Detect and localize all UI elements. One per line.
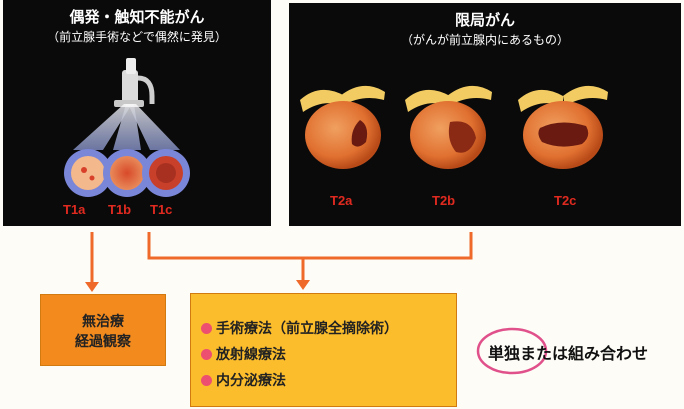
panel-subtitle: （がんが前立腺内にあるもの） [400,33,569,47]
stage-label-t1a: T1a [63,202,86,217]
observation-line2: 経過観察 [75,334,131,350]
treatment-item: 内分泌療法 [201,370,286,390]
panel-title: 偶発・触知不能がん [69,8,205,26]
prostate-t2a [300,85,385,169]
treatment-item: 手術療法（前立腺全摘除術） [201,318,398,338]
microscope-icon [114,58,155,107]
tissue-section-t1a [64,149,112,197]
observation-line1: 無治療 [82,314,124,330]
bullet-icon [201,375,212,386]
bullet-icon [201,323,212,334]
stage-label-t1b: T1b [108,202,132,217]
tissue-section-t1b [103,149,151,197]
panel-title: 限局がん [454,11,515,29]
connector-lines [90,232,473,284]
prostate-t2c [518,85,608,169]
arrow-to-treatment [296,280,310,290]
panel-subtitle: （前立腺手術などで偶然に発見） [47,30,227,44]
combination-note: 単独または組み合わせ [488,344,649,363]
prostate-t2b [405,85,492,169]
arrow-to-observation [85,282,99,292]
treatment-box: 手術療法（前立腺全摘除術） 放射線療法 内分泌療法 [190,293,457,407]
bullet-icon [201,349,212,360]
treatment-item-label: 手術療法（前立腺全摘除術） [216,321,398,337]
stage-label-t2c: T2c [554,193,577,208]
observation-box: 無治療 経過観察 [40,294,166,366]
tissue-section-t1c [142,149,190,197]
stage-label-t2a: T2a [330,193,353,208]
treatment-item-label: 内分泌療法 [216,373,286,389]
treatment-item: 放射線療法 [201,344,286,364]
magnification-beams [73,104,180,150]
stage-label-t1c: T1c [150,202,173,217]
treatment-item-label: 放射線療法 [216,347,286,363]
highlight-circle [476,327,548,375]
stage-label-t2b: T2b [432,193,456,208]
